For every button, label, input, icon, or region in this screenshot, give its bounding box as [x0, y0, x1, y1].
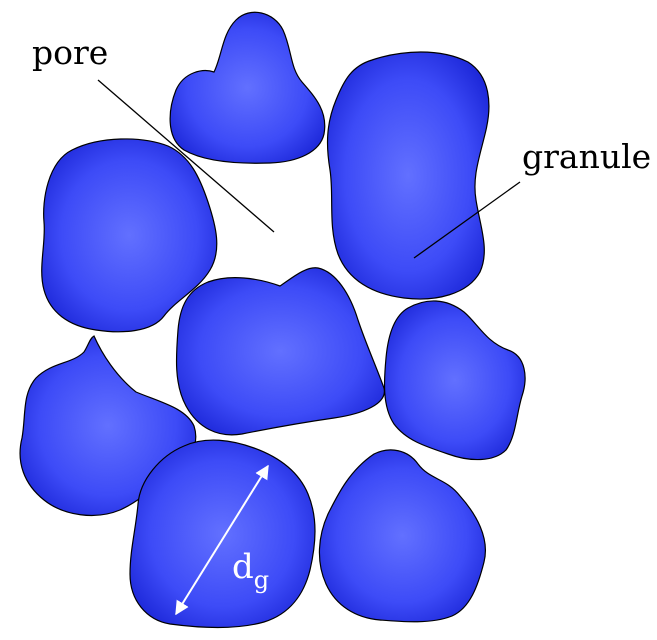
granule-bottom-right: [318, 449, 486, 623]
granule-left-middle: [41, 138, 218, 333]
granule-right-middle: [383, 300, 526, 461]
granule-bottom-left: [129, 439, 316, 629]
granule-right-tall: [326, 51, 490, 300]
granule-label: granule: [522, 137, 651, 176]
granule-leader-line: [413, 181, 521, 259]
pore-label: pore: [32, 33, 108, 72]
dg-label-main: d: [232, 547, 254, 587]
dg-label-subscript: g: [254, 566, 269, 594]
granule-top-center: [169, 11, 326, 164]
dg-dimension-arrow: [175, 464, 269, 616]
pore-leader-line: [97, 79, 275, 233]
dg-label: dg: [232, 547, 269, 594]
granule-center: [175, 267, 385, 436]
